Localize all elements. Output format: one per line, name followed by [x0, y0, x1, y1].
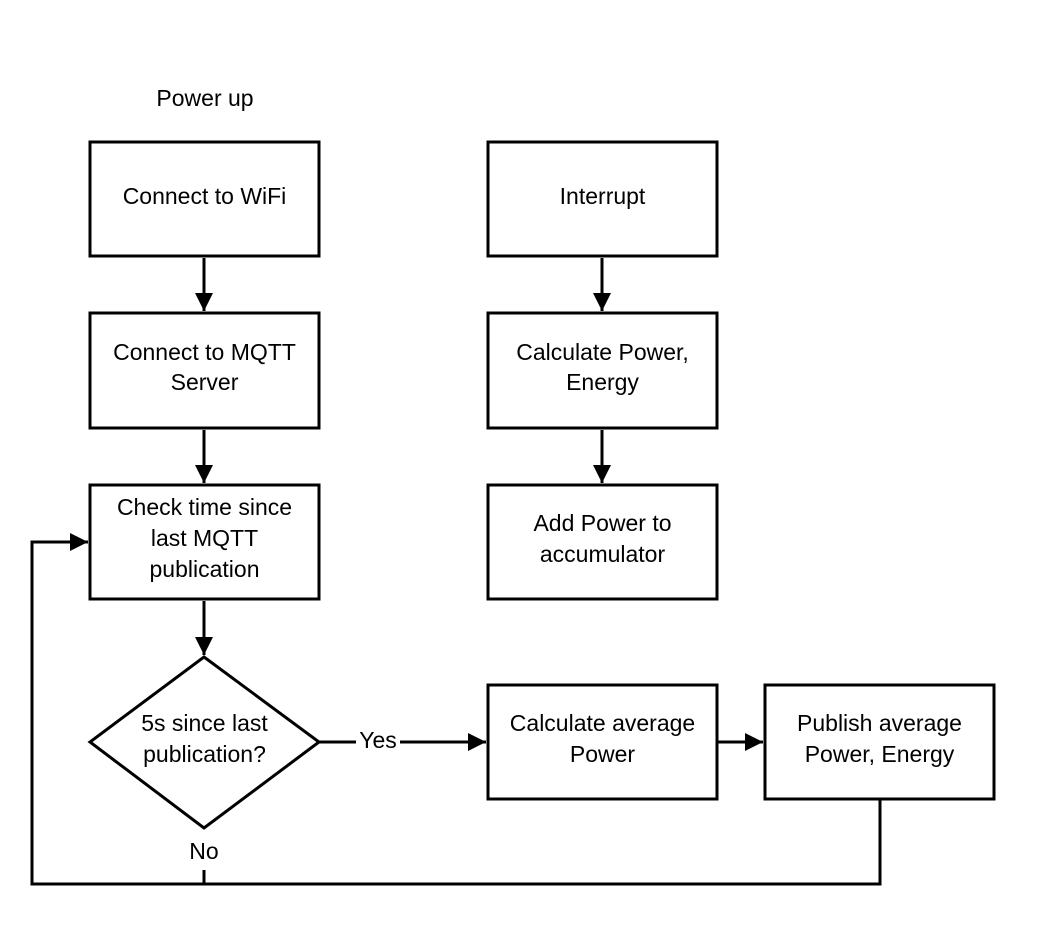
node-publish: Publish average Power, Energy [763, 683, 996, 801]
node-check-time-line-3: publication [150, 556, 260, 582]
node-connect-mqtt-line-1: Connect to MQTT [113, 339, 296, 365]
node-publish-line-2: Power, Energy [805, 741, 955, 767]
node-decision: 5s since last publication? [87, 655, 322, 830]
node-check-time-line-1: Check time since [117, 494, 292, 520]
node-interrupt-line-1: Interrupt [560, 183, 646, 209]
node-calc-power: Calculate Power, Energy [486, 311, 719, 430]
edge-no-label: No [189, 838, 218, 864]
node-check-time: Check time since last MQTT publication [88, 483, 321, 601]
node-add-power: Add Power to accumulator [486, 483, 719, 601]
node-check-time-line-2: last MQTT [151, 525, 258, 551]
node-connect-mqtt: Connect to MQTT Server [88, 311, 321, 430]
node-add-power-line-1: Add Power to [533, 510, 671, 536]
node-calc-average: Calculate average Power [486, 683, 719, 801]
node-publish-line-1: Publish average [797, 710, 962, 736]
node-connect-wifi-line-1: Connect to WiFi [123, 183, 287, 209]
node-decision-line-2: publication? [143, 741, 266, 767]
power-up-label: Power up [156, 85, 253, 111]
node-interrupt: Interrupt [486, 140, 719, 258]
node-add-power-line-2: accumulator [540, 541, 666, 567]
node-connect-wifi: Connect to WiFi [88, 140, 321, 258]
edge-publish-loop-back [30, 533, 882, 886]
edge-yes-label: Yes [359, 727, 397, 753]
node-decision-line-1: 5s since last [141, 710, 268, 736]
node-calc-average-line-1: Calculate average [510, 710, 695, 736]
node-calc-power-line-1: Calculate Power, [516, 339, 689, 365]
node-connect-mqtt-line-2: Server [171, 369, 239, 395]
node-calc-power-line-2: Energy [566, 369, 639, 395]
node-calc-average-line-2: Power [570, 741, 636, 767]
